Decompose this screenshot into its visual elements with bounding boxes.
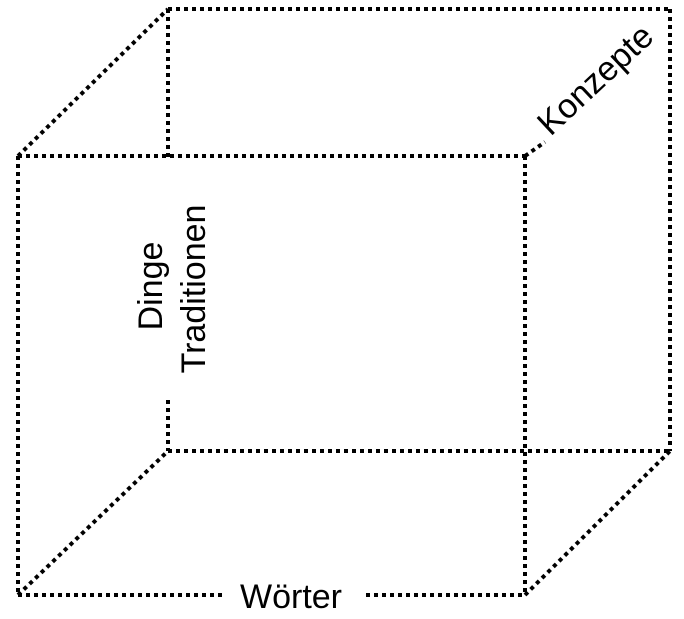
label-woerter: Wörter (240, 578, 342, 616)
label-dinge: Dinge (132, 242, 170, 331)
depth-edge-bottom-left (16, 449, 170, 597)
depth-edge-bottom-right (523, 449, 672, 597)
depth-edge-top-left (16, 7, 170, 158)
label-traditionen: Traditionen (175, 205, 213, 374)
